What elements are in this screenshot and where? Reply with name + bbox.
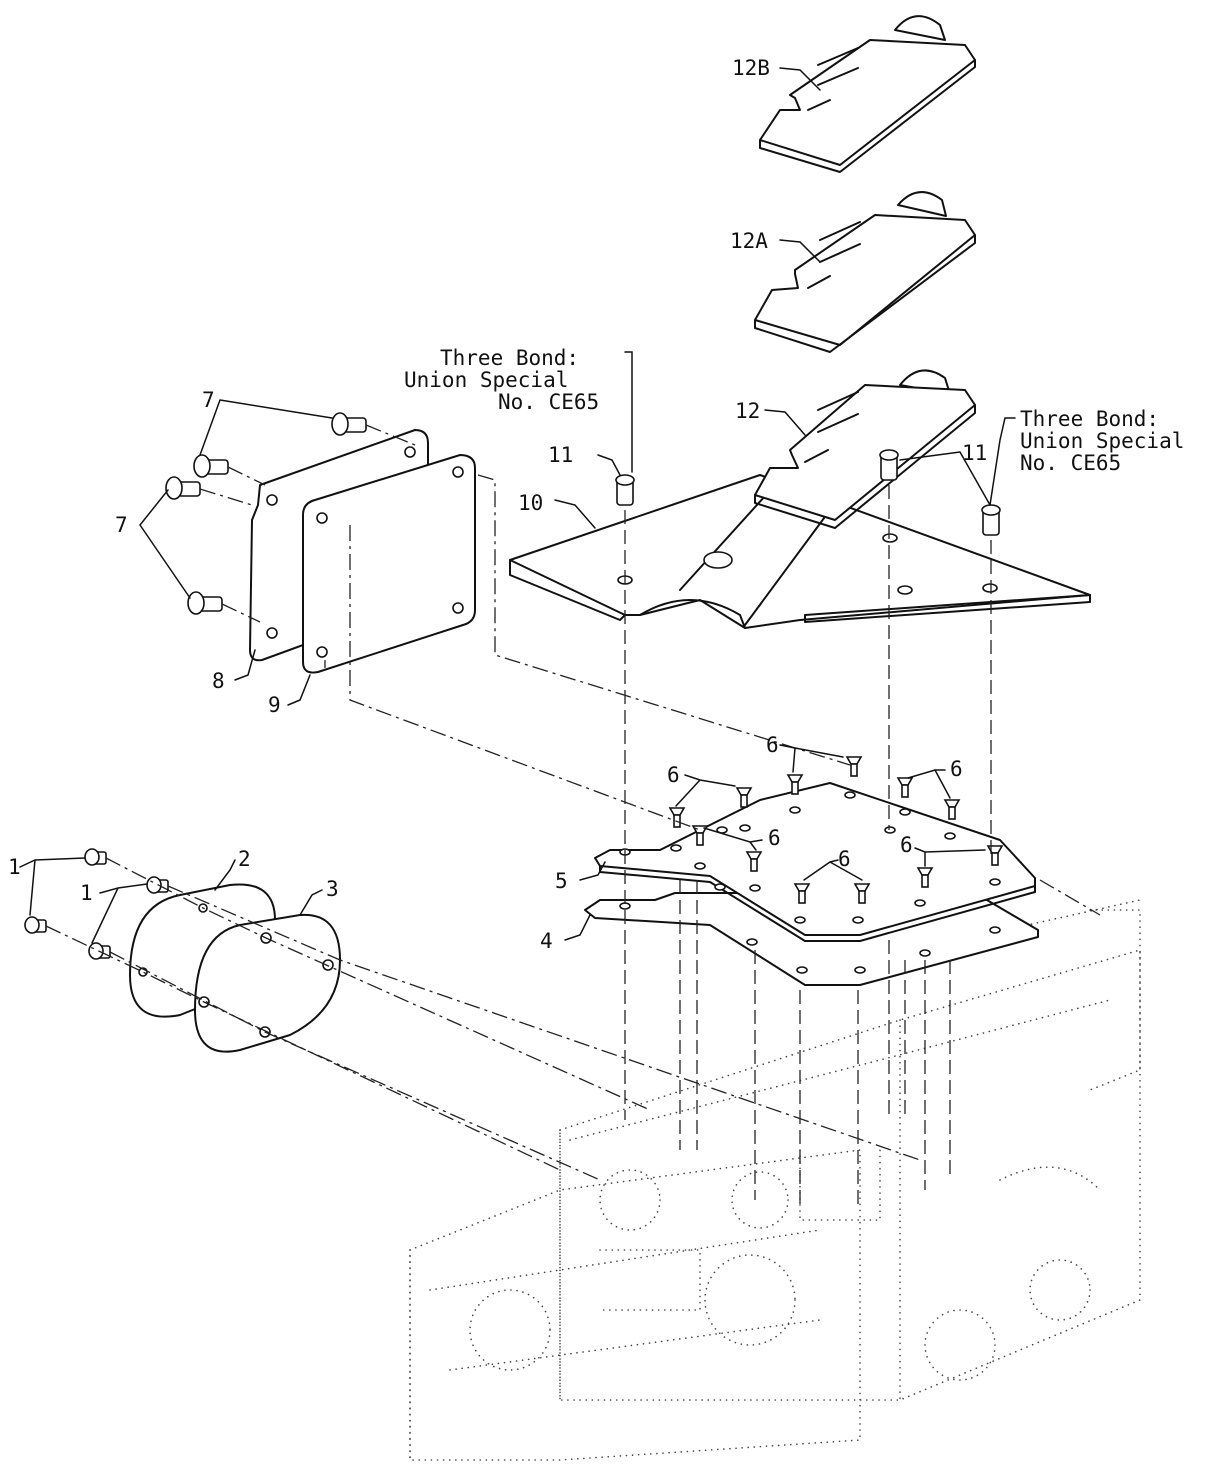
callout-6-e: 6 [838,847,851,871]
part-10-base-plate [509,474,1091,629]
part-12-guide-plate [754,369,976,529]
callout-12b: 12B [732,56,770,80]
callout-6-a: 6 [766,733,779,757]
callout-2: 2 [238,847,251,871]
part-12a-guide-plate [754,191,976,353]
callout-5: 5 [555,869,568,893]
leader-lines [19,67,1016,944]
note-left-line-3: No. CE65 [498,390,599,414]
screw-11-left [615,474,635,506]
callout-1-bottom: 1 [80,881,93,905]
callout-12: 12 [735,399,760,423]
alignment-lines [45,424,1101,1210]
callout-8: 8 [212,669,225,693]
callout-11-right: 11 [962,441,987,465]
screw-7-c [165,476,201,500]
screw-11-right-b [981,504,1001,536]
note-left-line-2: Union Special [404,368,568,392]
note-left-line-1: Three Bond: [440,346,579,370]
callout-12a: 12A [730,229,768,253]
note-right-line-2: Union Special [1020,429,1184,453]
callout-6-f: 6 [900,833,913,857]
screw-6-group [668,756,1004,904]
callout-7-top: 7 [202,388,215,412]
callout-6-d: 6 [768,826,781,850]
note-right-line-3: No. CE65 [1020,451,1121,475]
callout-4: 4 [540,929,553,953]
part-12b-guide-plate [759,15,976,173]
note-right-line-1: Three Bond: [1020,407,1159,431]
callout-7-left: 7 [115,513,128,537]
callout-3: 3 [326,877,339,901]
screw-7-d [187,591,223,615]
screw-11-right-a [879,449,899,481]
part-5-upper-plate [594,782,1036,942]
screw-7-b [193,454,229,478]
machine-base-outline [409,899,1141,1461]
part-9-gasket-plate [302,454,476,674]
callout-1-top: 1 [8,855,21,879]
note-left: Three Bond: Union Special No. CE65 [404,346,599,414]
callout-9: 9 [268,693,281,717]
screw-1-group [24,848,169,960]
callout-6-c: 6 [950,757,963,781]
callout-labels: 12B 12A 12 10 11 11 7 7 8 9 5 4 1 1 2 3 … [8,56,987,953]
screw-7-a [331,412,367,436]
callout-6-b: 6 [667,763,680,787]
callout-11-left: 11 [548,443,573,467]
note-right: Three Bond: Union Special No. CE65 [1020,407,1184,475]
callout-10: 10 [518,491,543,515]
